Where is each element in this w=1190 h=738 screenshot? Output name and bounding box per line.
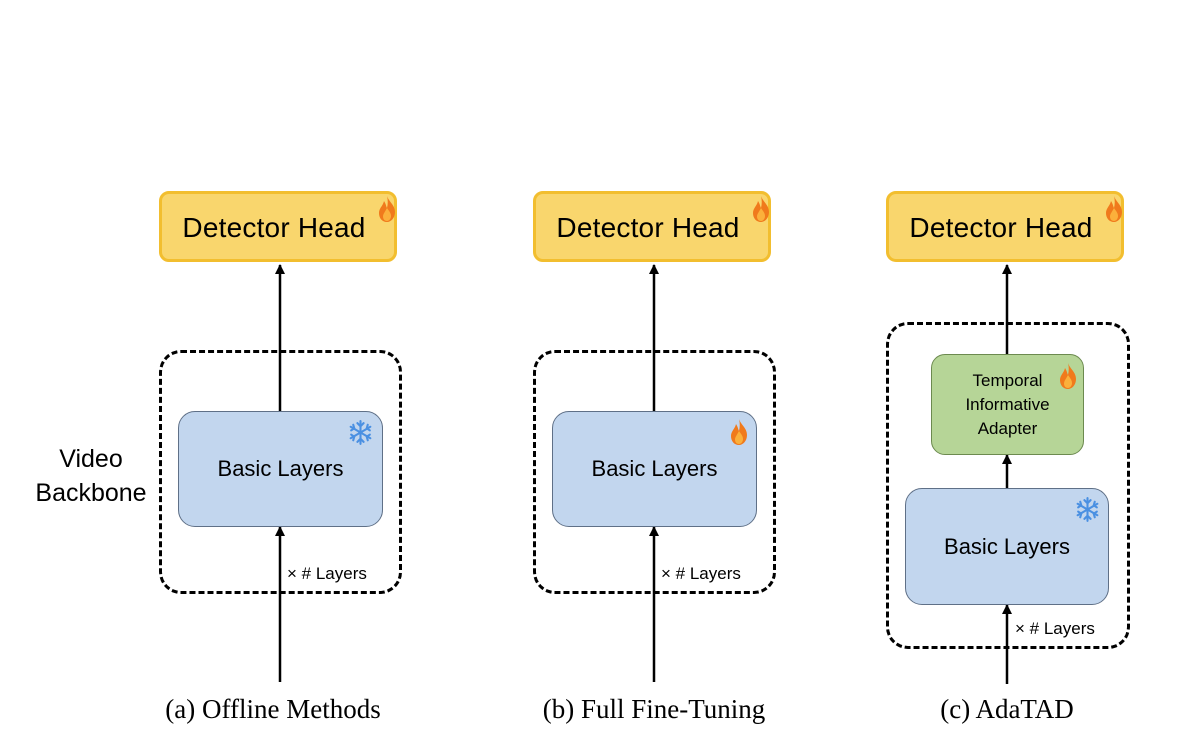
snowflake-icon [349,420,372,445]
flame-icon [379,196,395,222]
flame-icon [753,196,769,222]
caption-c: (c) AdaTAD [940,694,1074,724]
adapter-label-line1: Temporal [972,370,1043,390]
basic-layers-a-label: Basic Layers [217,456,344,481]
basic-layers-a: Basic Layers [178,411,383,527]
snowflake-icon [1076,497,1099,522]
adapter-label-line3: Adapter [977,418,1038,438]
caption-b: (b) Full Fine-Tuning [542,694,766,724]
video-backbone-label-line1: Video [59,445,123,473]
video-backbone-label: Video Backbone [10,442,172,510]
video-backbone-box-b [533,350,776,594]
flame-icon [731,419,747,445]
detector-head-b: Detector Head [533,191,771,262]
detector-head-c-label: Detector Head [909,211,1093,243]
layers-multiplier-c: × # Layers [1012,619,1098,639]
video-backbone-label-line2: Backbone [35,479,147,507]
detector-head-a: Detector Head [159,191,397,262]
detector-head-b-label: Detector Head [556,211,740,243]
detector-head-c: Detector Head [886,191,1124,262]
video-backbone-box-c [886,322,1130,649]
video-backbone-box-a [159,350,402,594]
layers-multiplier-b: × # Layers [658,564,744,584]
basic-layers-c-label: Basic Layers [944,533,1070,559]
adapter-label-line2: Informative [965,394,1050,414]
layers-multiplier-a: × # Layers [284,564,370,584]
basic-layers-c: Basic Layers [905,488,1109,605]
caption-a: (a) Offline Methods [165,694,381,724]
flame-icon [1106,196,1122,222]
basic-layers-b-label: Basic Layers [591,456,718,481]
flame-icon [1060,363,1076,389]
basic-layers-b: Basic Layers [552,411,757,527]
detector-head-a-label: Detector Head [182,211,366,243]
temporal-informative-adapter: Temporal Informative Adapter [931,354,1084,455]
